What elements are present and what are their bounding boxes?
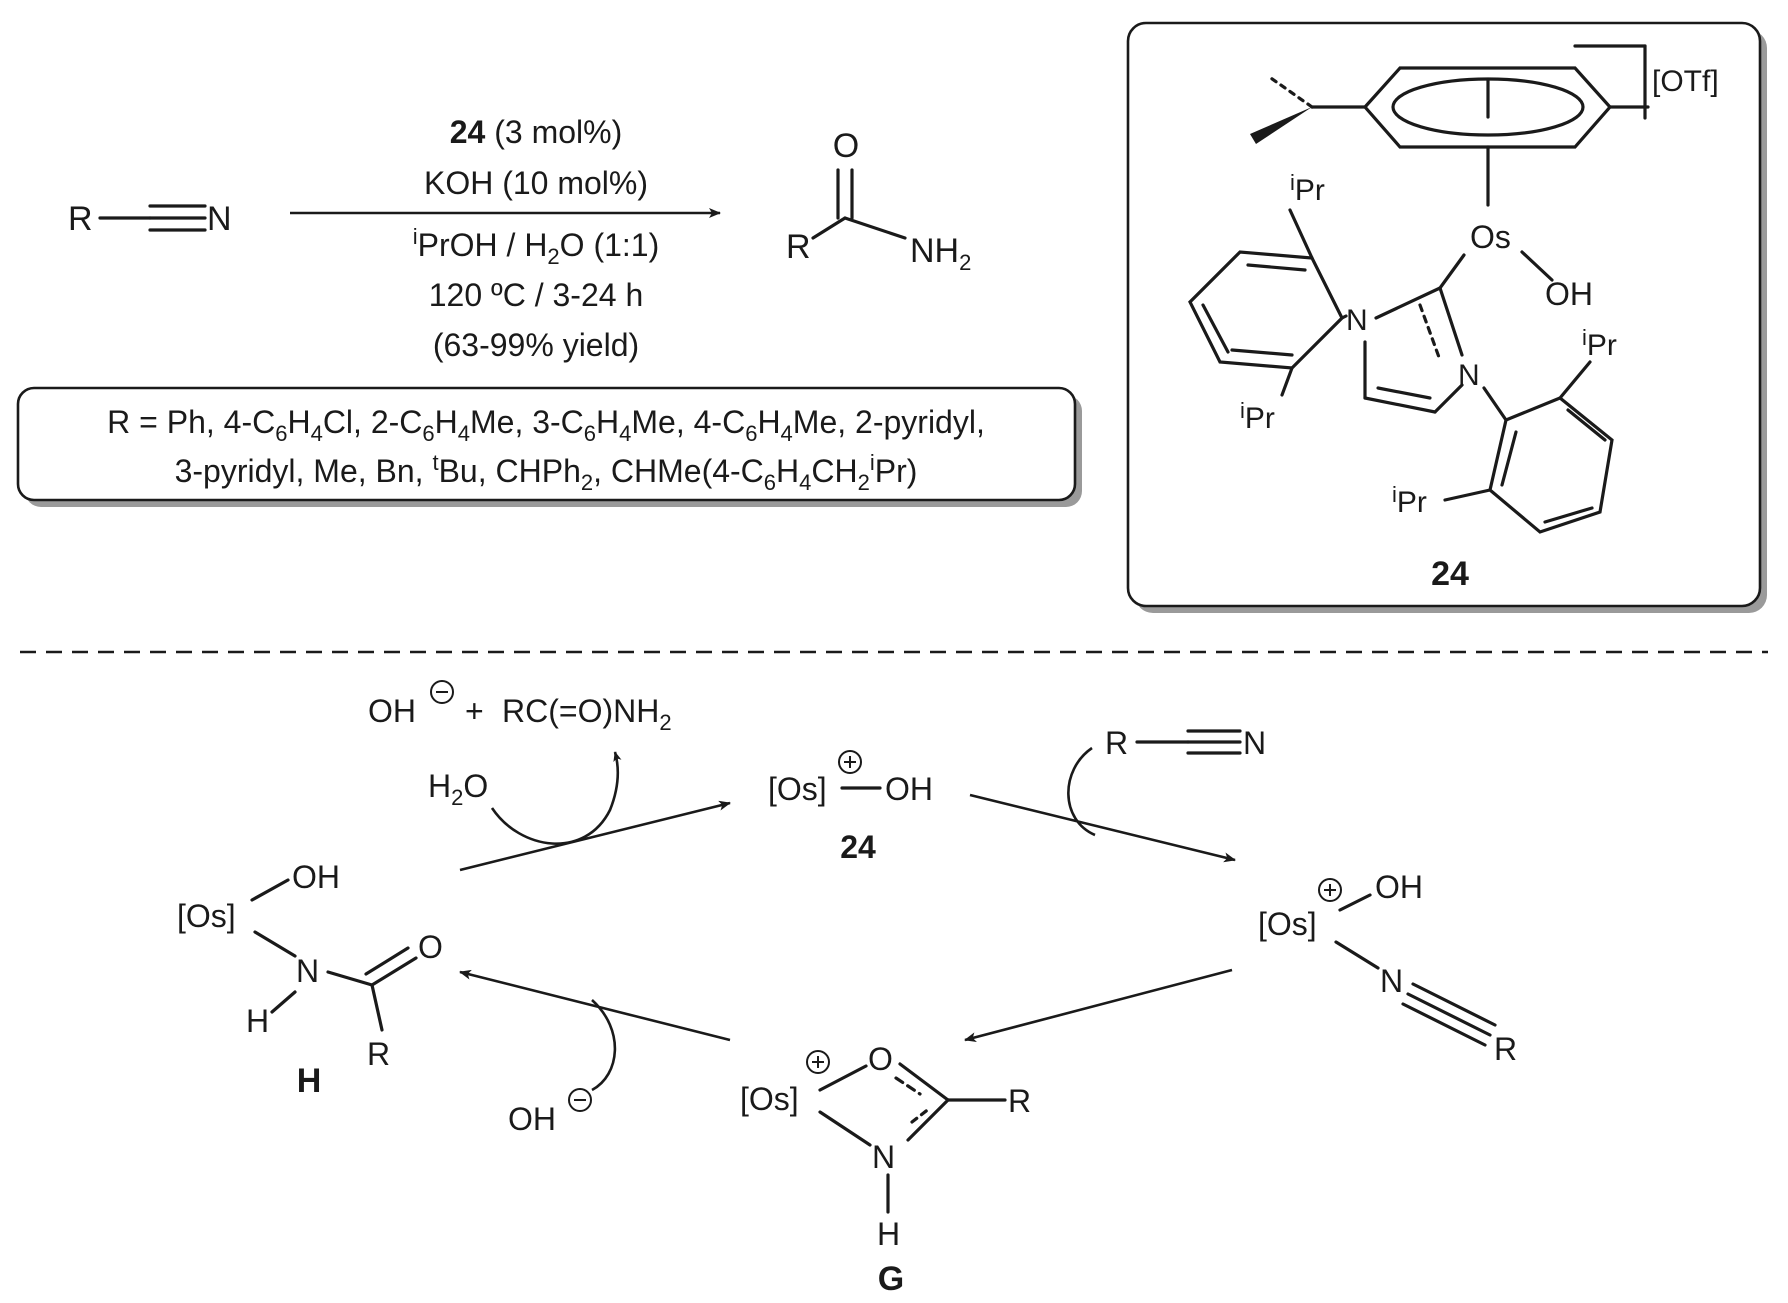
H-r: R [367, 1036, 390, 1072]
cycle-arrow-h-to-24 [459, 800, 731, 872]
substrate-r: R [68, 200, 93, 238]
catalyst-n1: N [1346, 304, 1368, 337]
catalyst-label-24: 24 [1431, 555, 1469, 593]
complex-os: [Os] [1258, 906, 1317, 942]
hydroxide-in-curve [591, 999, 617, 1092]
scope-line-2: 3-pyridyl, Me, Bn, tBu, CHPh2, CHMe(4-C6… [175, 450, 918, 495]
H-h: H [246, 1003, 269, 1039]
G-r: R [1008, 1083, 1031, 1119]
G-os: [Os] [740, 1081, 799, 1117]
catalyst-number: 24 [450, 114, 486, 150]
complex-oh: OH [1375, 869, 1423, 905]
substrate-scope-box: R = Ph, 4-C6H4Cl, 2-C6H4Me, 3-C6H4Me, 4-… [16, 386, 1082, 507]
svg-text:24 (3 mol%): 24 (3 mol%) [450, 114, 623, 150]
cycle-nitrile-n: N [1243, 725, 1266, 761]
amide-product: O R NH2 [786, 127, 971, 275]
byproduct-amide: RC(=O)NH2 [502, 693, 672, 735]
water-reagent: H2O [428, 768, 488, 810]
cycle-arrow-complex-to-G [964, 968, 1233, 1043]
plus-sign: + [465, 693, 484, 729]
cycle-arrow-24-to-nitrile-complex [969, 793, 1236, 863]
cycle-label-24: 24 [840, 829, 876, 865]
iPr-label: iPr [1392, 482, 1427, 519]
catalyst-os: Os [1470, 219, 1511, 255]
cycle-byproducts: OH + RC(=O)NH2 [368, 680, 672, 735]
product-o: O [833, 127, 859, 165]
cycle-catalyst-24: [Os] OH 24 [768, 750, 933, 865]
G-o: O [868, 1041, 893, 1077]
yield-label: (63-99% yield) [433, 327, 639, 363]
catalyst-structure-box: [OTf] Os OH N N iPr iPr [1126, 21, 1767, 613]
intermediate-G: [Os] O R N H G [740, 1041, 1031, 1298]
product-nh2: NH2 [910, 232, 971, 275]
G-n: N [872, 1139, 895, 1175]
nitrile-in-curve [1067, 746, 1096, 837]
catalyst-loading: (3 mol%) [494, 114, 622, 150]
solvent-label: iPrOH / H2O (1:1) [413, 224, 660, 269]
substrate-n: N [207, 200, 232, 238]
G-label: G [878, 1260, 904, 1298]
cycle-nitrile-reagent: R N [1105, 725, 1266, 761]
catalyst-n2: N [1458, 359, 1480, 392]
counterion-otf: [OTf] [1652, 65, 1719, 98]
water-in-amide-out-arrow [490, 751, 622, 845]
cycle-hydroxide: OH [508, 1088, 592, 1137]
H-n: N [296, 953, 319, 989]
temperature-time-label: 120 ºC / 3-24 h [429, 277, 643, 313]
intermediate-H: [Os] OH N H O R H [177, 859, 443, 1100]
base-label: KOH (10 mol%) [424, 165, 648, 201]
H-o: O [418, 929, 443, 965]
cycle-nitrile-r: R [1105, 725, 1128, 761]
byproduct-hydroxide: OH [368, 693, 416, 729]
catalyst-oh: OH [1545, 276, 1593, 312]
scope-line-1: R = Ph, 4-C6H4Cl, 2-C6H4Me, 3-C6H4Me, 4-… [107, 404, 985, 446]
cycle-os: [Os] [768, 771, 827, 807]
iPr-label: iPr [1290, 170, 1325, 207]
product-r: R [786, 228, 811, 266]
reaction-conditions: 24 (3 mol%) KOH (10 mol%) iPrOH / H2O (1… [290, 114, 721, 363]
cycle-oh: OH [885, 771, 933, 807]
iPr-label: iPr [1240, 398, 1275, 435]
complex-n: N [1380, 963, 1403, 999]
hydroxide-oh: OH [508, 1101, 556, 1137]
G-h: H [877, 1216, 900, 1252]
H-label: H [297, 1062, 322, 1100]
nitrile-complex: [Os] OH N R [1258, 869, 1517, 1067]
svg-text:H2O: H2O [428, 768, 488, 810]
iPr-label: iPr [1582, 325, 1617, 362]
complex-r: R [1494, 1031, 1517, 1067]
nitrile-substrate: R N [68, 200, 232, 238]
cycle-arrow-G-to-H [459, 969, 731, 1042]
H-os: [Os] [177, 898, 236, 934]
H-oh: OH [292, 859, 340, 895]
